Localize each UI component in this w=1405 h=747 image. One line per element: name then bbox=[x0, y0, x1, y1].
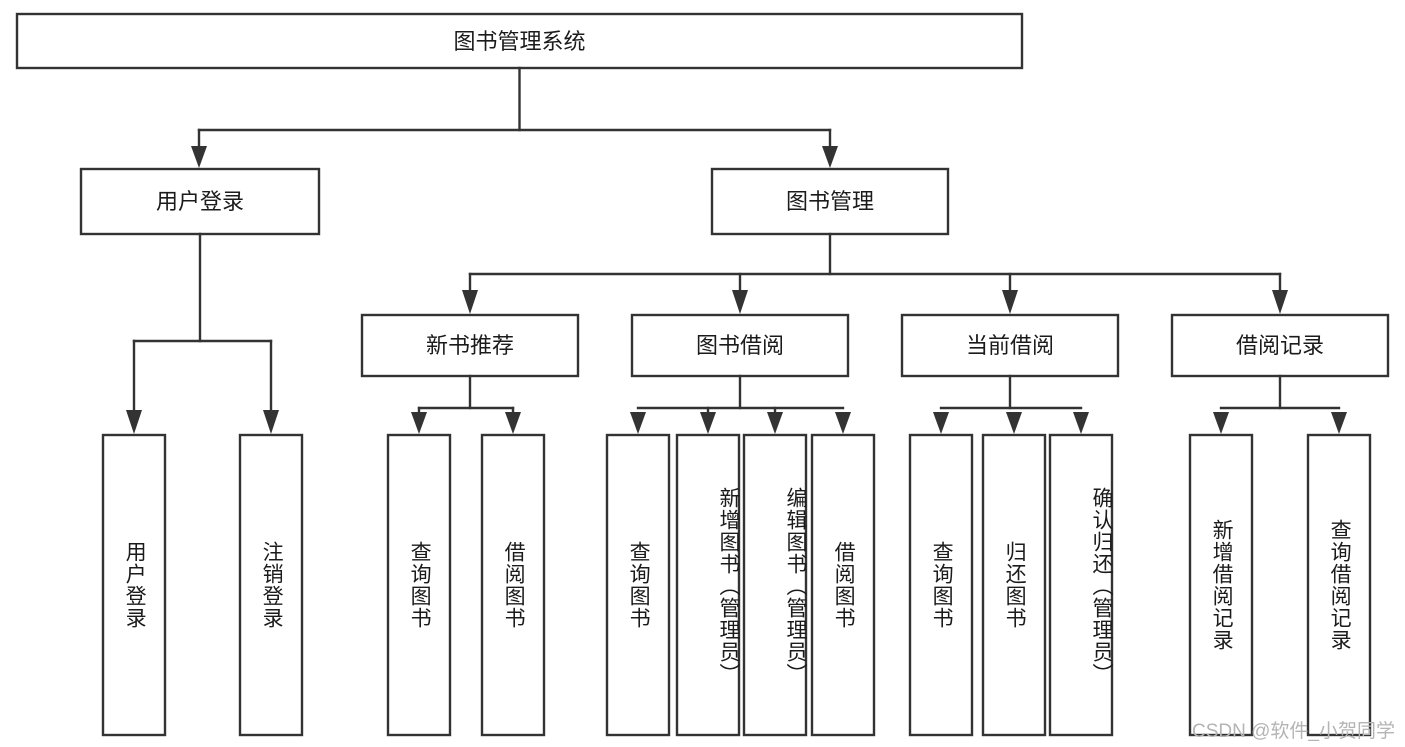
arrow-head-new-book-rec bbox=[462, 290, 478, 314]
leaf-box-query-record[interactable] bbox=[1306, 433, 1372, 737]
node-level3-new-book-rec[interactable]: 新书推荐 bbox=[360, 313, 580, 378]
node-level3-book-borrow[interactable]: 图书借阅 bbox=[630, 313, 850, 378]
node-level3-current-borrow-box[interactable] bbox=[900, 313, 1120, 378]
leaf-box-query-book-1[interactable] bbox=[386, 433, 452, 737]
node-level3-borrow-record-label: 借阅记录 bbox=[1236, 333, 1324, 358]
connector-book-manage-to-level3 bbox=[462, 232, 1288, 314]
node-root-label: 图书管理系统 bbox=[453, 29, 585, 54]
node-level3-current-borrow[interactable]: 当前借阅 bbox=[900, 313, 1120, 378]
node-level2-book-manage-box[interactable] bbox=[710, 167, 950, 236]
arrow-head-leaf-query-book-1 bbox=[411, 412, 427, 434]
arrow-head-user-login bbox=[191, 146, 207, 168]
leaf-box-logout[interactable] bbox=[238, 433, 304, 737]
arrow-head-current-borrow bbox=[1002, 290, 1018, 314]
node-level3-book-borrow-label: 图书借阅 bbox=[696, 333, 784, 358]
connector-user-login-to-leaves bbox=[126, 232, 279, 434]
node-root-box[interactable] bbox=[15, 12, 1024, 70]
node-level3-new-book-rec-box[interactable] bbox=[360, 313, 580, 378]
node-level2-user-login[interactable]: 用户登录 bbox=[79, 167, 321, 236]
leaf-box-borrow-book-2[interactable] bbox=[810, 433, 876, 737]
arrow-head-leaf-borrow-book-1 bbox=[505, 412, 521, 434]
arrow-head-book-borrow bbox=[732, 290, 748, 314]
leaf-box-user-login[interactable] bbox=[101, 433, 167, 737]
arrow-head-book-manage bbox=[822, 146, 838, 168]
leaf-box-borrow-book-1[interactable] bbox=[480, 433, 546, 737]
arrow-head-leaf-confirm-return bbox=[1073, 412, 1089, 434]
connector-borrow-record-to-leaves bbox=[1213, 374, 1347, 434]
arrow-head-leaf-borrow-book-2 bbox=[835, 412, 851, 434]
arrow-head-leaf-query-book-3 bbox=[933, 412, 949, 434]
connector-root-to-level2 bbox=[191, 66, 838, 168]
arrow-head-leaf-query-record bbox=[1331, 412, 1347, 434]
leaf-box-edit-book[interactable] bbox=[742, 433, 808, 737]
leaf-box-query-book-3[interactable] bbox=[908, 433, 974, 737]
leaf-box-query-book-2[interactable] bbox=[605, 433, 671, 737]
leaf-box-add-record[interactable] bbox=[1188, 433, 1254, 737]
node-level2-book-manage-label: 图书管理 bbox=[786, 189, 874, 214]
leaf-box-return-book[interactable] bbox=[981, 433, 1047, 737]
arrow-head-leaf-add-record bbox=[1213, 412, 1229, 434]
connector-book-borrow-to-leaves bbox=[630, 374, 851, 434]
arrow-head-leaf-query-book-2 bbox=[630, 412, 646, 434]
node-level3-current-borrow-label: 当前借阅 bbox=[966, 333, 1054, 358]
node-level2-book-manage[interactable]: 图书管理 bbox=[710, 167, 950, 236]
connector-current-borrow-to-leaves bbox=[933, 374, 1089, 434]
arrow-head-leaf-user-login bbox=[126, 410, 142, 434]
node-level3-borrow-record[interactable]: 借阅记录 bbox=[1170, 313, 1390, 378]
node-level3-new-book-rec-label: 新书推荐 bbox=[426, 333, 514, 358]
arrow-head-borrow-record bbox=[1272, 290, 1288, 314]
arrow-head-leaf-edit-book bbox=[767, 412, 783, 434]
leaf-box-add-book[interactable] bbox=[675, 433, 741, 737]
node-root[interactable]: 图书管理系统 bbox=[15, 12, 1024, 70]
node-level2-user-login-label: 用户登录 bbox=[156, 189, 244, 214]
csdn-watermark: CSDN @软件_小贺同学 bbox=[1192, 721, 1395, 742]
connector-new-book-rec-to-leaves bbox=[411, 374, 521, 434]
node-level3-book-borrow-box[interactable] bbox=[630, 313, 850, 378]
leaf-box-confirm-return[interactable] bbox=[1048, 433, 1114, 737]
arrow-head-leaf-add-book bbox=[700, 412, 716, 434]
arrow-head-leaf-logout bbox=[263, 410, 279, 434]
arrow-head-leaf-return-book bbox=[1006, 412, 1022, 434]
node-level3-borrow-record-box[interactable] bbox=[1170, 313, 1390, 378]
